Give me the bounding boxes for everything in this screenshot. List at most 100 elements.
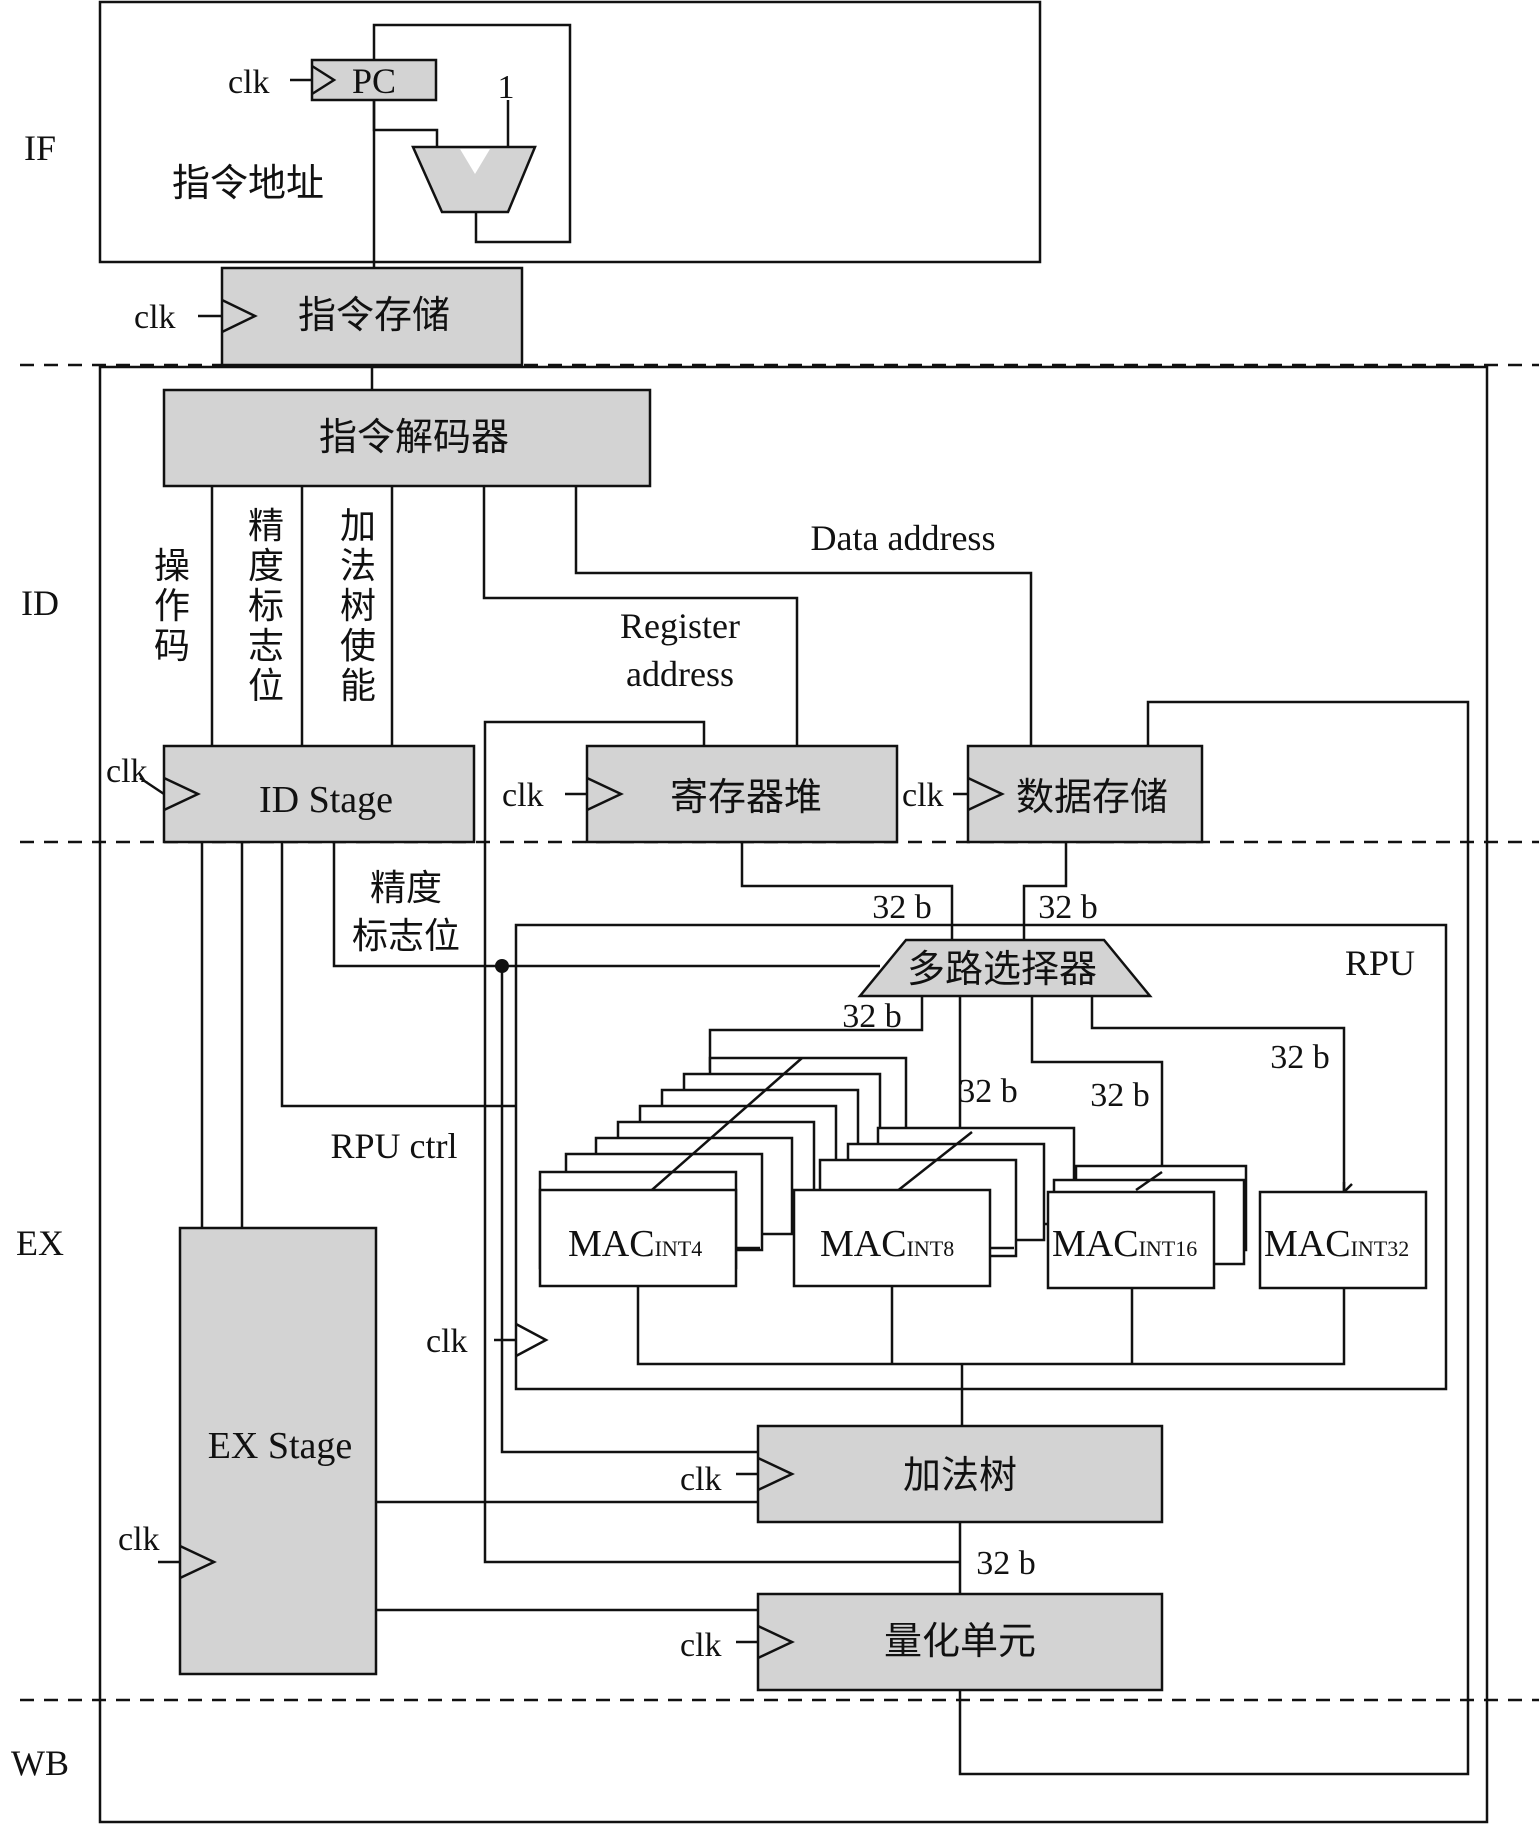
pc-label: PC <box>352 61 396 101</box>
rpu-ctrl-wire <box>280 842 516 1108</box>
data-address-label: Data address <box>811 518 996 558</box>
datamem-block <box>966 744 1204 844</box>
ex-stage-clk-label: clk <box>118 1521 160 1558</box>
stage-label-wb: WB <box>11 1743 69 1783</box>
svg-text:度: 度 <box>248 546 284 586</box>
quant-label: 量化单元 <box>884 1621 1036 1663</box>
svg-text:使: 使 <box>340 626 376 666</box>
pc-clk-icon <box>311 64 337 96</box>
register-address-label-1: Register <box>620 606 740 646</box>
regfile-clk-label: clk <box>502 777 544 814</box>
svg-text:法: 法 <box>340 546 376 586</box>
addtree-block <box>756 1424 1164 1524</box>
mux-block <box>857 938 1153 998</box>
regfile-block <box>585 744 899 844</box>
svg-text:码: 码 <box>154 626 190 666</box>
imem-clk-label: clk <box>134 299 176 336</box>
int4-bus-width: 32 b <box>842 998 902 1035</box>
svg-text:树: 树 <box>340 586 376 626</box>
writeback-wire <box>958 700 1470 1776</box>
addtree-clk-label: clk <box>680 1461 722 1498</box>
instr-mem-block <box>220 266 524 367</box>
precision-flag-label-2: 标志位 <box>352 916 460 956</box>
datamem-bus-width: 32 b <box>1038 889 1098 926</box>
mac-output-bus <box>636 1286 1346 1366</box>
stage-label-ex: EX <box>16 1223 64 1263</box>
rpu-label: RPU <box>1345 943 1415 983</box>
svg-text:精: 精 <box>248 506 284 546</box>
mux-to-mac-int4-wire <box>708 996 924 1070</box>
addtree-bus-width: 32 b <box>976 1545 1036 1582</box>
rpu-frame <box>514 923 1448 1391</box>
ex-stage-label: EX Stage <box>208 1425 353 1467</box>
id-stage-clk-label: clk <box>106 753 148 790</box>
incrementer-notch-icon <box>460 149 490 174</box>
addtree-clk-icon <box>757 1456 795 1492</box>
quant-to-regfile-wire <box>483 720 960 1564</box>
data-address-wire <box>574 486 1033 746</box>
int8-bus-width: 32 b <box>958 1073 1018 1110</box>
pc-clk-label: clk <box>228 64 270 101</box>
rpu-clk-label: clk <box>426 1323 468 1360</box>
svg-text:标: 标 <box>248 586 284 626</box>
incr-one-label: 1 <box>498 69 515 106</box>
pc-feedback-wire <box>372 23 572 244</box>
addtree-enable-label: 加 法 树 使 能 <box>340 506 376 706</box>
if-stage-frame <box>98 0 1042 264</box>
opcode-label: 操 作 码 <box>154 546 190 666</box>
datamem-label: 数据存储 <box>1016 777 1168 819</box>
stage-label-if: IF <box>24 128 56 168</box>
mac-int32-label: MACINT32 <box>1264 1223 1409 1265</box>
register-address-wire <box>482 486 799 746</box>
pc-to-adder-wire <box>372 100 439 147</box>
stage-label-id: ID <box>21 583 59 623</box>
mux-label: 多路选择器 <box>907 949 1097 991</box>
imem-clk-icon <box>221 298 258 334</box>
regfile-bus-width: 32 b <box>872 889 932 926</box>
mux-to-mac-int16-wire <box>1030 996 1164 1172</box>
regfile-clk-icon <box>586 776 624 812</box>
mux-to-mac-int32-wire <box>1090 996 1346 1192</box>
quant-clk-icon <box>757 1624 795 1660</box>
svg-text:操: 操 <box>154 546 190 586</box>
int16-bus-width: 32 b <box>1090 1077 1150 1114</box>
regfile-label: 寄存器堆 <box>670 777 822 819</box>
pc-incrementer <box>411 145 537 214</box>
decoder-label: 指令解码器 <box>319 417 509 459</box>
mac-int32-input-tick <box>1343 1183 1353 1193</box>
svg-text:作: 作 <box>154 586 190 626</box>
svg-text:加: 加 <box>340 506 376 546</box>
regfile-to-mux-wire <box>740 842 954 940</box>
instr-mem-label: 指令存储 <box>298 295 450 337</box>
mac-int16-block <box>1046 1190 1216 1290</box>
datamem-clk-label: clk <box>902 777 944 814</box>
mac-int8-label: MACINT8 <box>820 1223 954 1265</box>
register-address-label-2: address <box>626 654 734 694</box>
datamem-clk-icon <box>967 776 1005 812</box>
svg-text:能: 能 <box>340 666 376 706</box>
rpu-ctrl-label: RPU ctrl <box>330 1126 457 1166</box>
svg-text:位: 位 <box>248 666 284 706</box>
mac-int8-block <box>792 1188 992 1288</box>
precision-to-addtree-wire <box>500 966 758 1454</box>
precision-flag-label: 精 度 标 志 位 <box>248 506 284 706</box>
precision-flag-wire <box>332 842 880 968</box>
addtree-label: 加法树 <box>903 1455 1017 1497</box>
int32-bus-width: 32 b <box>1270 1039 1330 1076</box>
quant-block <box>756 1592 1164 1692</box>
ex-stage-clk-icon <box>179 1544 217 1580</box>
instr-addr-label: 指令地址 <box>172 163 324 205</box>
decoder-block <box>162 388 652 488</box>
svg-text:志: 志 <box>248 626 284 666</box>
id-stage-clk-icon <box>163 776 201 812</box>
mac-int16-label: MACINT16 <box>1052 1223 1197 1265</box>
rpu-clk-icon <box>515 1322 549 1358</box>
id-stage-label: ID Stage <box>259 779 393 821</box>
quant-clk-label: clk <box>680 1627 722 1664</box>
id-stage-clk-wire <box>139 776 165 796</box>
core-frame <box>98 365 1489 1824</box>
datamem-to-mux-wire <box>1022 842 1068 940</box>
mac-int4-label: MACINT4 <box>568 1223 702 1265</box>
precision-flag-label-1: 精度 <box>370 868 442 908</box>
